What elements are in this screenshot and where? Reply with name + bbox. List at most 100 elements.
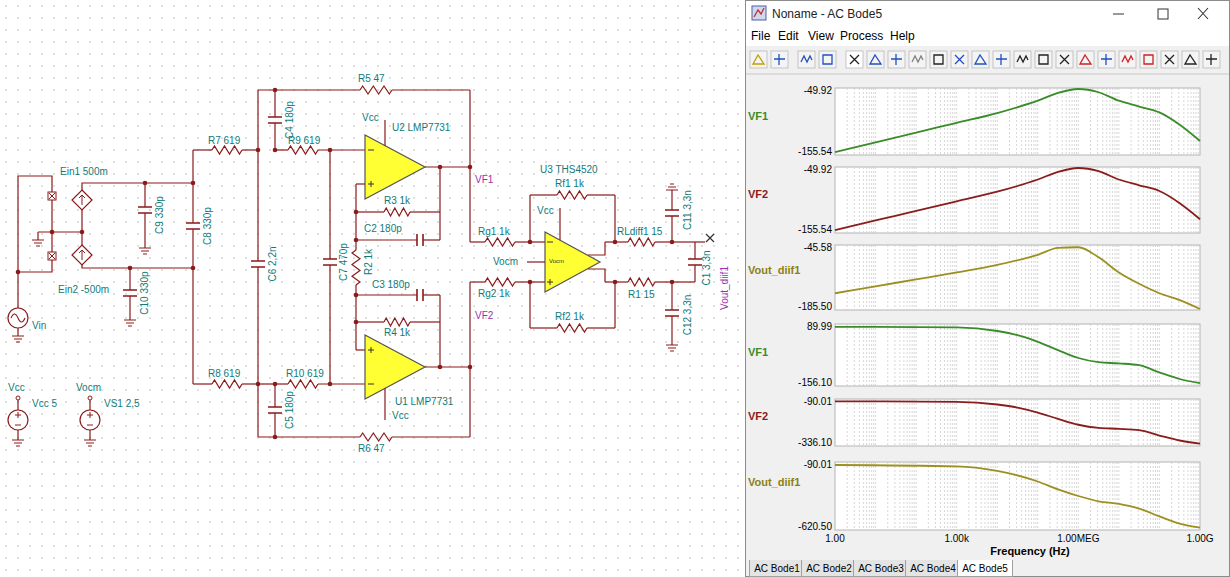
toolbar-icon [819,51,836,68]
toolbar [745,47,1230,73]
sine-mark [11,314,25,322]
icon-glyph [870,55,881,64]
wire [257,384,258,437]
toolbar-icon [1140,51,1157,68]
window-frame [746,1,1230,577]
grid-lines [847,324,1198,386]
voltage-source [8,410,28,430]
wire [329,150,330,259]
component-label: R10 619 [286,368,324,379]
wire [671,316,672,345]
icon-glyph [1165,55,1174,64]
ground-symbol [32,240,44,246]
axis-value: -620.50 [798,521,832,532]
wire [588,269,605,282]
source-arrow [79,250,85,260]
menu-bar [745,28,1230,46]
axis-tick: 1.00 [825,533,844,544]
wire [587,327,615,328]
source-wave [15,412,21,425]
wire [655,241,672,242]
junction-dot [670,280,675,285]
icon-glyph [1185,55,1196,64]
resistor-symbol [212,380,242,388]
tab: AC Bode2 [801,560,857,577]
icon-glyph [1206,54,1217,65]
junction-dot [528,280,533,285]
wire [470,281,485,282]
plot-area [835,399,1200,446]
wire [144,183,145,207]
icon-glyph [1039,55,1048,64]
wire [587,194,615,195]
wire [89,400,90,410]
icon-glyph [1017,56,1028,62]
wire [318,149,365,150]
resistor-symbol [628,278,655,286]
resistor-symbol [557,324,587,332]
icon-glyph [753,55,764,64]
junction-dot [354,238,359,243]
bode-window [745,0,1230,577]
wire [392,89,470,90]
capacitor-symbol [688,259,702,265]
capacitor-symbol [417,289,423,301]
junction-dot [354,210,359,215]
axis-value: -155.54 [798,146,832,157]
menu-item: File [751,30,770,43]
axis-value: -155.54 [798,224,832,235]
ground-symbol [666,184,678,190]
wire [672,241,695,242]
plot-panel [835,245,1200,310]
icon-glyph [1060,55,1069,64]
wire [425,366,470,367]
wire [356,183,365,184]
plot-panel [835,462,1200,530]
resistor-symbol [485,278,515,286]
wire [17,430,18,440]
junction-dot [143,181,148,186]
axis-tick: 1.00G [1186,533,1213,544]
capacitor-symbol [417,234,423,246]
icon-frame [888,51,905,68]
resistor-symbol [628,238,655,246]
junction-dot [191,266,196,271]
icon-frame [993,51,1010,68]
axis-value: -156.10 [798,377,832,388]
wire [82,183,193,190]
net-label: VF2 [475,310,493,321]
axis-title: Frequency (Hz) [990,545,1069,557]
junction-dot [50,230,55,235]
app-icon-mark [754,8,764,17]
bode-trace [835,401,1200,443]
component-label: Vocm [493,256,518,267]
capacitor-symbol [665,310,679,316]
toolbar-icon [888,51,905,68]
wire [439,167,440,240]
wire [193,149,212,150]
toolbar-icon [1077,51,1094,68]
component-label: U2 LMP7731 [392,122,450,133]
component-label: R7 619 [208,135,240,146]
icon-frame [1203,51,1220,68]
component-label: R4 1k [384,327,410,338]
wire [671,282,672,310]
component-label: R2 1k [363,249,374,275]
toolbar-icon [750,51,767,68]
wire [257,90,258,150]
toolbar-icon [993,51,1010,68]
close-button [1198,8,1208,19]
wire [392,436,470,437]
icon-frame [1056,51,1073,68]
source-wave [87,412,93,425]
axis-value: -49.92 [804,164,832,175]
icon-frame [867,51,884,68]
wire [605,241,628,242]
wire [529,195,530,242]
toolbar-icon [1098,51,1115,68]
toolbar-icon [867,51,884,68]
ground-symbol [84,440,96,446]
component-label: Vcc [392,410,409,421]
opamp-symbol [365,135,425,199]
plot-area [835,462,1200,530]
